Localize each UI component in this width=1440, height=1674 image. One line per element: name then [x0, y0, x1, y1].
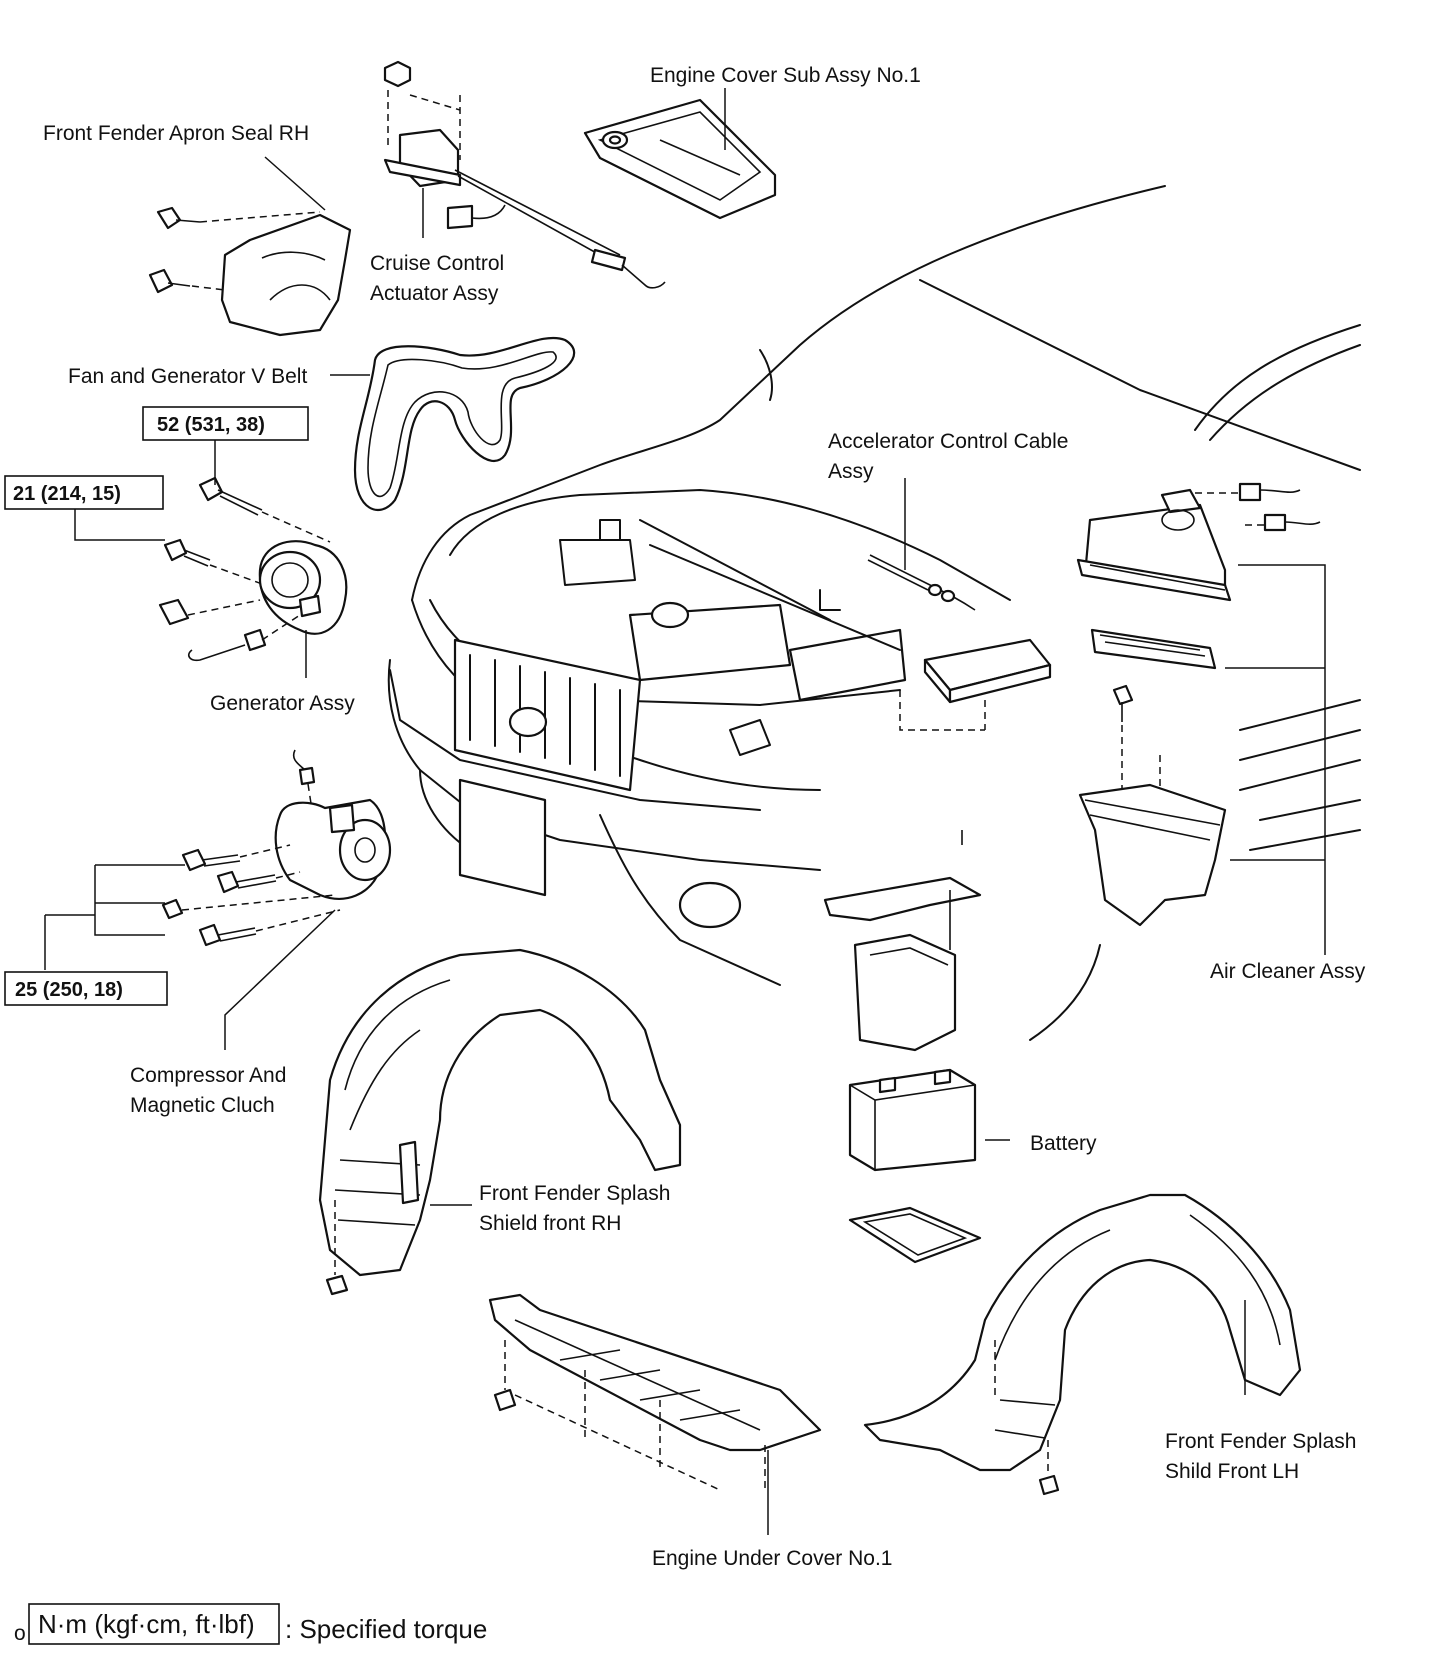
splash-lh-label-line1: Front Fender Splash: [1165, 1430, 1356, 1453]
engine-cover-part: [583, 98, 777, 220]
v-belt-label: Fan and Generator V Belt: [68, 365, 307, 388]
torque-box-generator-upper: [142, 406, 309, 441]
v-belt-part: [353, 336, 576, 511]
cruise-control-label-line2: Actuator Assy: [370, 282, 499, 305]
accelerator-cable-part: [867, 554, 976, 611]
apron-seal-label: Front Fender Apron Seal RH: [43, 122, 309, 145]
legend-text: : Specified torque: [285, 1614, 487, 1644]
splash-rh-label-line1: Front Fender Splash: [479, 1182, 670, 1205]
legend-prefix: o: [14, 1622, 26, 1645]
leader-line: [44, 914, 95, 970]
splash-shield-lh-part: [863, 1193, 1302, 1496]
air-cleaner-bracket: [1225, 564, 1326, 955]
compressor-label-line1: Compressor And: [130, 1064, 286, 1087]
compressor-label-line2: Magnetic Cluch: [130, 1094, 275, 1117]
compressor-part: [161, 749, 392, 947]
torque-generator-upper: 52 (531, 38): [157, 414, 265, 436]
accelerator-label-line2: Assy: [828, 460, 874, 483]
under-cover-label: Engine Under Cover No.1: [652, 1547, 892, 1570]
splash-rh-label-line2: Shield front RH: [479, 1212, 621, 1235]
leader-line: [74, 495, 165, 541]
splash-lh-label-line2: Shild Front LH: [1165, 1460, 1299, 1483]
air-cleaner-label: Air Cleaner Assy: [1210, 960, 1366, 983]
leader-line: [264, 156, 326, 211]
legend-unit-box: [28, 1603, 280, 1645]
engine-cover-label: Engine Cover Sub Assy No.1: [650, 64, 921, 87]
vehicle-body-outline: [387, 185, 1361, 1041]
torque-bracket: [94, 864, 185, 936]
torque-generator-lower: 21 (214, 15): [13, 483, 121, 505]
battery-label: Battery: [1030, 1132, 1097, 1155]
torque-compressor: 25 (250, 18): [15, 979, 123, 1001]
generator-part: [158, 476, 348, 662]
cruise-control-actuator-part: [383, 60, 666, 289]
engine-under-cover-part: [488, 1293, 822, 1491]
splash-shield-rh-part: [318, 948, 682, 1296]
cruise-control-label-line1: Cruise Control: [370, 252, 504, 275]
battery-part: [823, 830, 982, 1264]
air-cleaner-part: [1076, 482, 1321, 927]
torque-box-generator-lower: [4, 475, 164, 510]
relay-box-part: [899, 638, 1052, 731]
leader-line: [224, 909, 336, 1050]
accelerator-label-line1: Accelerator Control Cable: [828, 430, 1068, 453]
torque-box-compressor: [4, 971, 168, 1006]
legend-unit: N·m (kgf·cm, ft·lbf): [38, 1609, 255, 1639]
apron-seal-part: [148, 206, 352, 337]
generator-label: Generator Assy: [210, 692, 355, 715]
